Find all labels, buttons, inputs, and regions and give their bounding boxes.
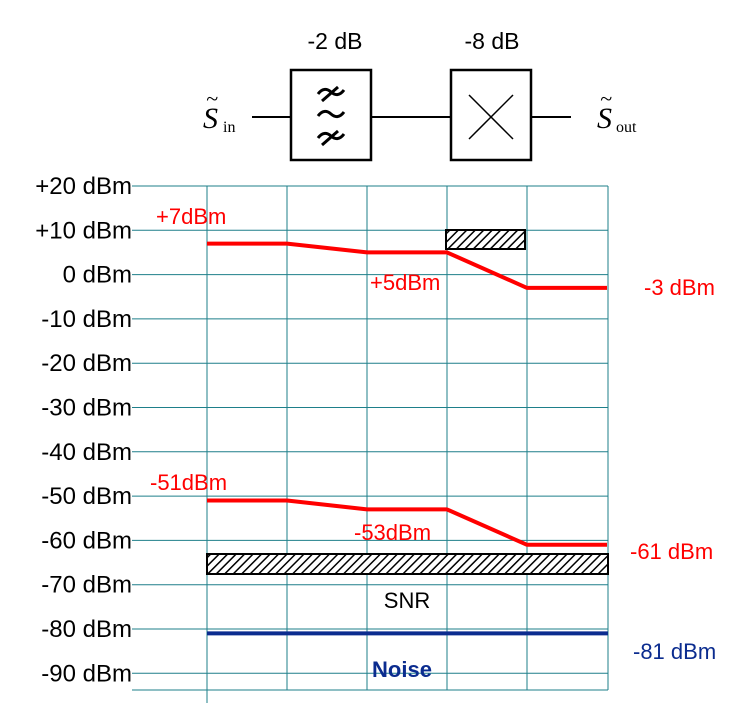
signal-out-label: -3 dBm: [644, 275, 715, 300]
y-tick-label: 0 dBm: [63, 262, 132, 289]
block-diagram: -2 dB -8 dB S ~ in: [203, 28, 637, 162]
signal-in-label: +7dBm: [156, 204, 226, 229]
snr-hatch-bar: [206, 553, 609, 575]
y-tick-label: +10 dBm: [35, 217, 132, 244]
y-tick-label: -30 dBm: [41, 395, 132, 422]
y-tick-label: -60 dBm: [41, 527, 132, 554]
signal-level-line: [207, 241, 607, 290]
mixer-loss-label: -8 dB: [465, 28, 520, 54]
input-signal-symbol: S ~ in: [203, 86, 235, 136]
noise-floor-value-label: -81 dBm: [633, 639, 716, 664]
mixer-block: [449, 68, 533, 162]
input-symbol-tilde: ~: [206, 86, 218, 111]
compression-hatch-bar: [445, 229, 526, 250]
y-tick-label: -50 dBm: [41, 483, 132, 510]
y-tick-label: -80 dBm: [41, 616, 132, 643]
y-tick-label: +20 dBm: [35, 173, 132, 200]
input-symbol-letter: S: [203, 102, 218, 135]
lower-mid-label: -53dBm: [354, 520, 431, 545]
lower-in-label: -51dBm: [150, 470, 227, 495]
output-symbol-subscript: out: [616, 119, 637, 136]
filter-icon: [316, 85, 346, 147]
lower-out-label: -61 dBm: [630, 539, 713, 564]
y-tick-label: -40 dBm: [41, 439, 132, 466]
output-symbol-letter: S: [597, 102, 612, 135]
output-signal-symbol: S ~ out: [597, 86, 637, 136]
input-symbol-subscript: in: [223, 119, 235, 136]
y-tick-label: -90 dBm: [41, 660, 132, 687]
mixer-cross-icon: [468, 94, 514, 140]
output-symbol-tilde: ~: [600, 86, 612, 111]
noise-label: Noise: [372, 657, 432, 682]
y-tick-label: -10 dBm: [41, 306, 132, 333]
y-axis-labels: +20 dBm +10 dBm 0 dBm -10 dBm -20 dBm -30 dBm…: [35, 173, 132, 687]
y-tick-label: -70 dBm: [41, 572, 132, 599]
snr-label: SNR: [384, 588, 430, 613]
filter-loss-label: -2 dB: [308, 28, 363, 54]
lower-level-line: [207, 498, 607, 547]
level-grid: [132, 185, 609, 703]
bandpass-filter-block: [289, 68, 373, 162]
y-tick-label: -20 dBm: [41, 350, 132, 377]
signal-mid-label: +5dBm: [370, 270, 440, 295]
